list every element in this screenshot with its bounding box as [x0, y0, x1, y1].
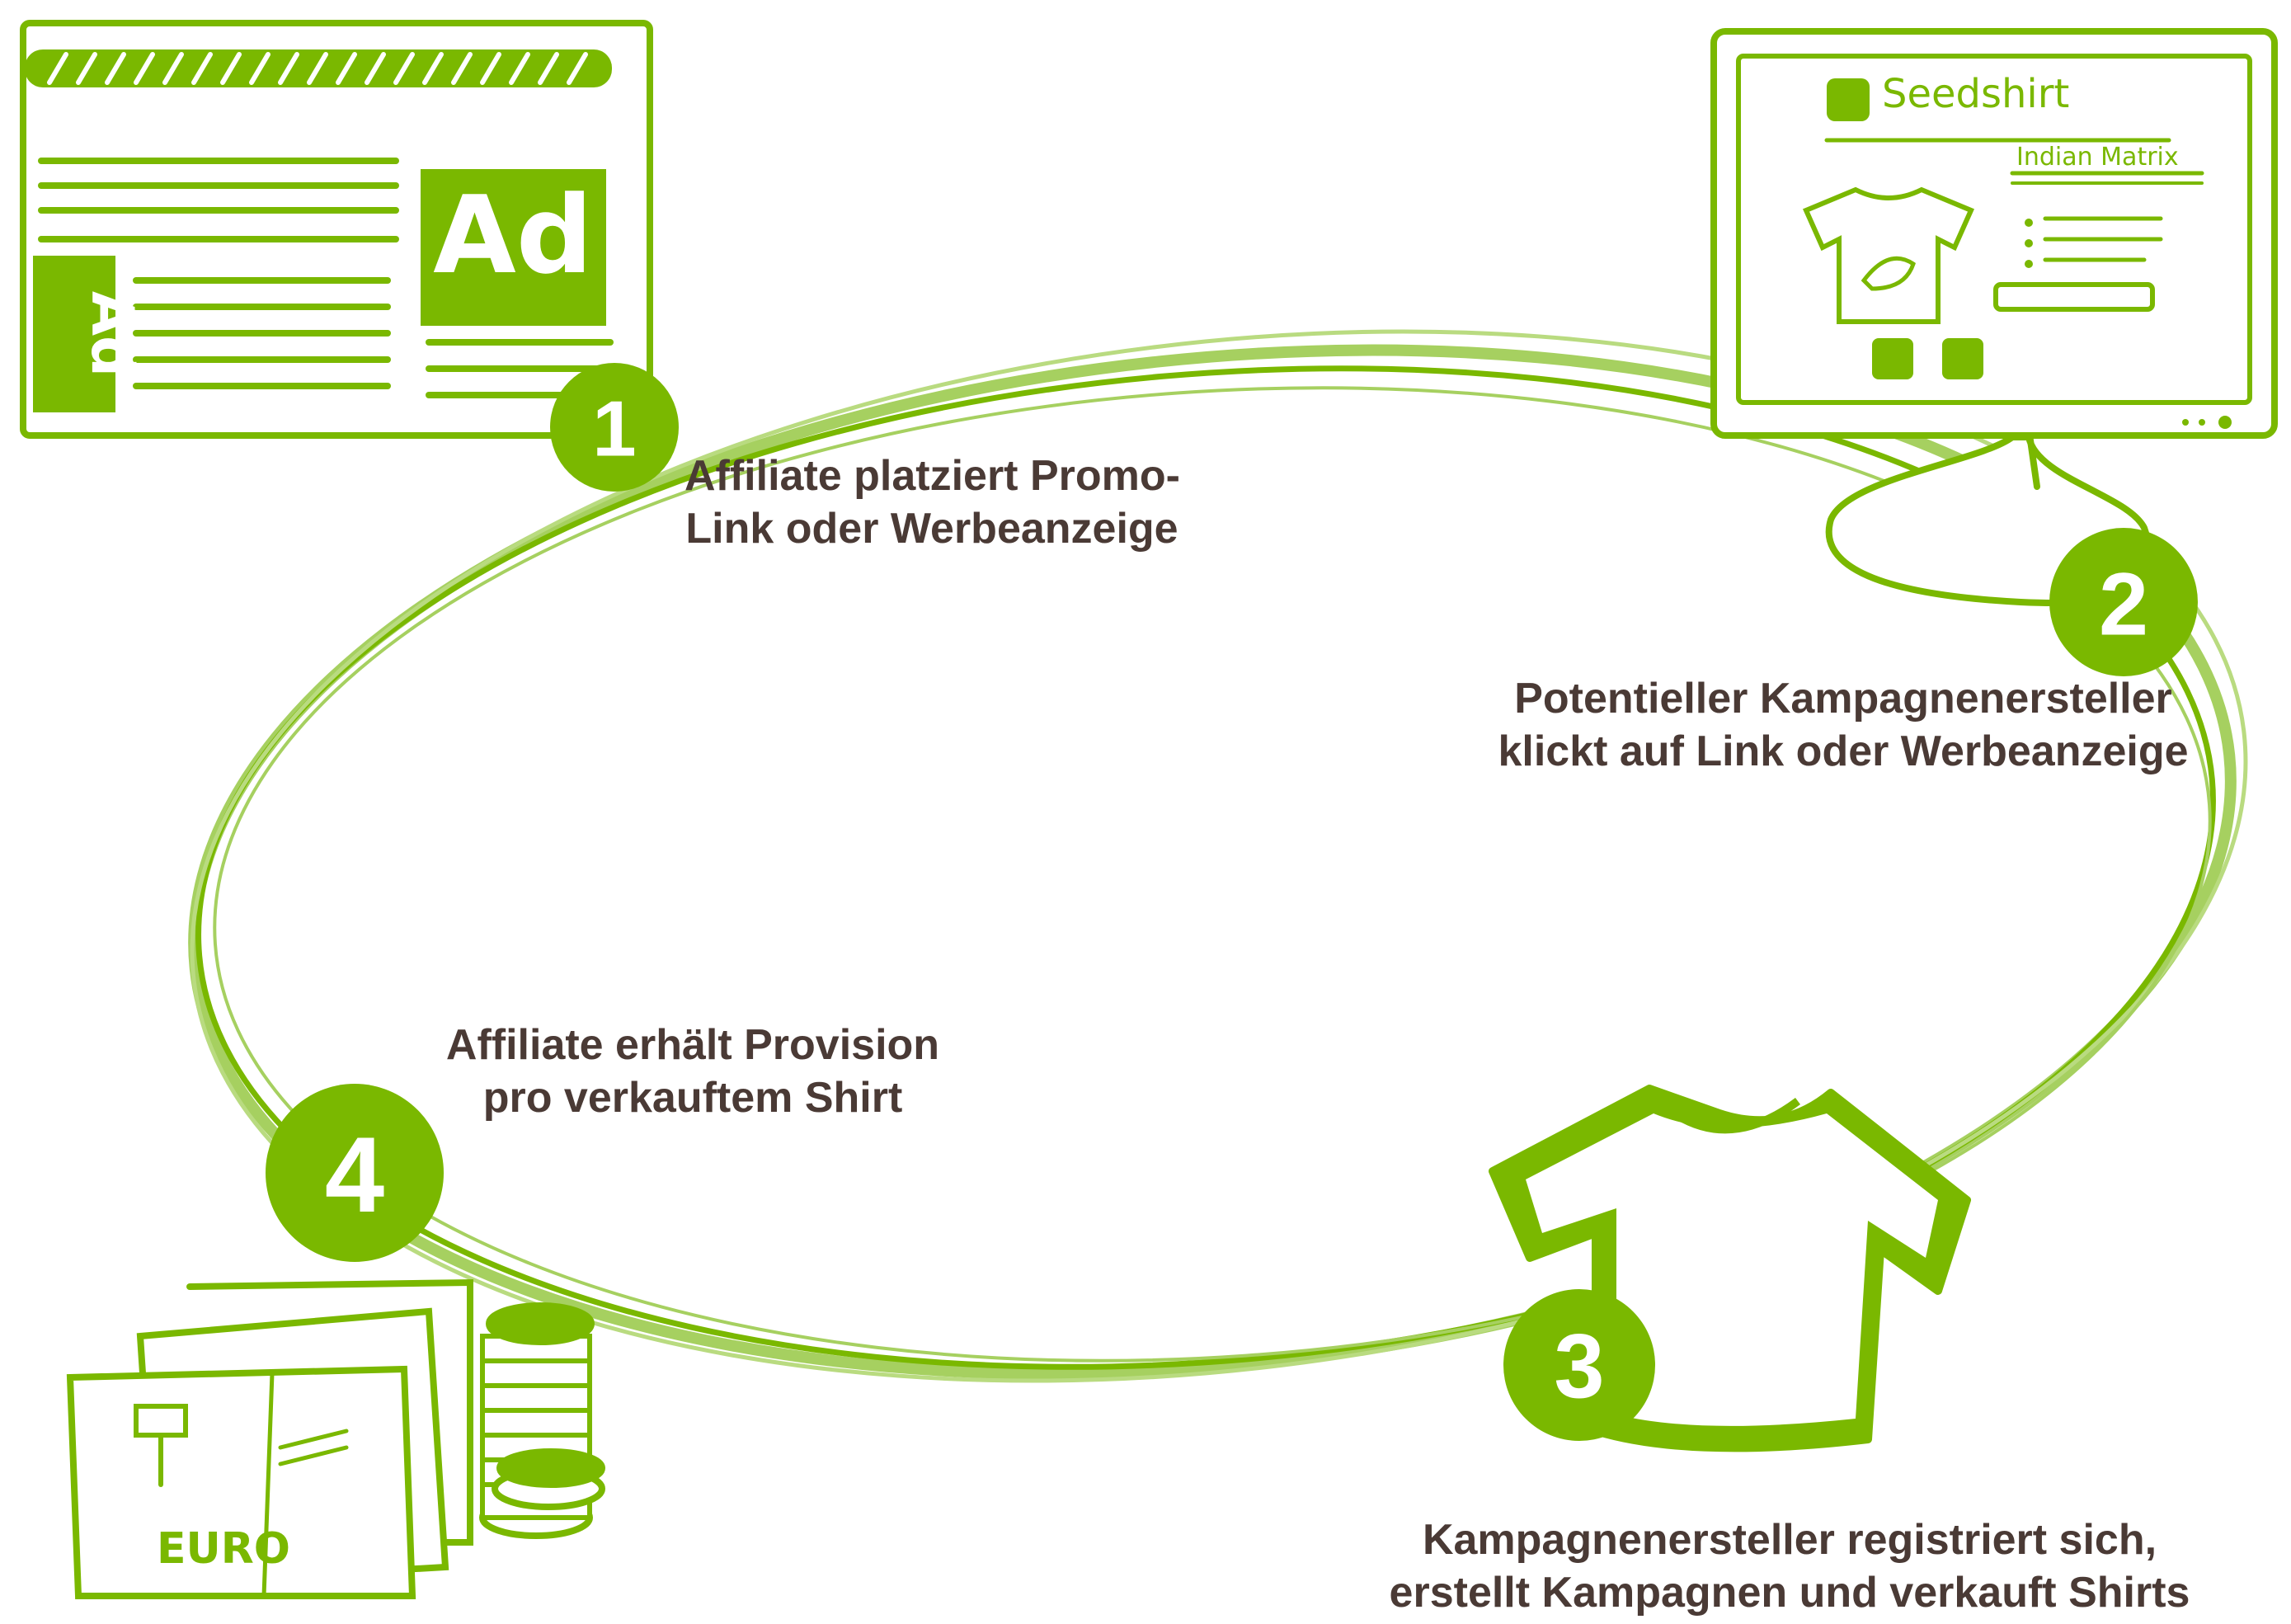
ad-label-large: Ad: [433, 172, 593, 298]
step-2-caption: Potentieller Kampagnenersteller klickt a…: [1480, 672, 2206, 778]
step-1-caption: Affiliate platziert Promo- Link oder Wer…: [684, 450, 1180, 555]
step-number-4: 4: [325, 1114, 384, 1235]
step-marker-2: 2: [2049, 528, 2198, 676]
step-4-caption: Affiliate erhält Provision pro verkaufte…: [429, 1019, 957, 1124]
step-3-line-2: erstellt Kampagnen und verkauft Shirts: [1389, 1569, 2190, 1617]
step-2-line-2: klickt auf Link oder Werbeanzeige: [1498, 727, 2189, 775]
step-4-line-2: pro verkauftem Shirt: [482, 1074, 903, 1122]
cycle-loop: [188, 329, 2248, 1383]
product-title: Indian Matrix: [2016, 143, 2179, 172]
step-marker-4: 4: [266, 1084, 444, 1262]
seedshirt-brand: Seedshirt: [1882, 71, 2069, 117]
step-1-line-1: Affiliate platziert Promo-: [684, 452, 1180, 500]
euro-note-label: EURO: [157, 1524, 290, 1574]
step-marker-1: 1: [550, 363, 679, 492]
step-4-line-1: Affiliate erhält Provision: [445, 1021, 940, 1069]
ad-label-small: Ad: [78, 291, 146, 377]
step-number-3: 3: [1554, 1316, 1604, 1418]
step-3-caption: Kampagnenersteller registriert sich, ers…: [1373, 1513, 2206, 1619]
step-2-line-1: Potentieller Kampagnenersteller: [1514, 675, 2172, 723]
step-number-2: 2: [2099, 554, 2148, 654]
step-number-1: 1: [592, 385, 636, 473]
step-marker-3: 3: [1503, 1289, 1655, 1441]
step-3-line-1: Kampagnenersteller registriert sich,: [1422, 1516, 2157, 1564]
money-stack-icon: [66, 1278, 605, 1599]
step-1-line-2: Link oder Werbeanzeige: [685, 505, 1178, 553]
ad-webpage-icon: [20, 20, 653, 439]
